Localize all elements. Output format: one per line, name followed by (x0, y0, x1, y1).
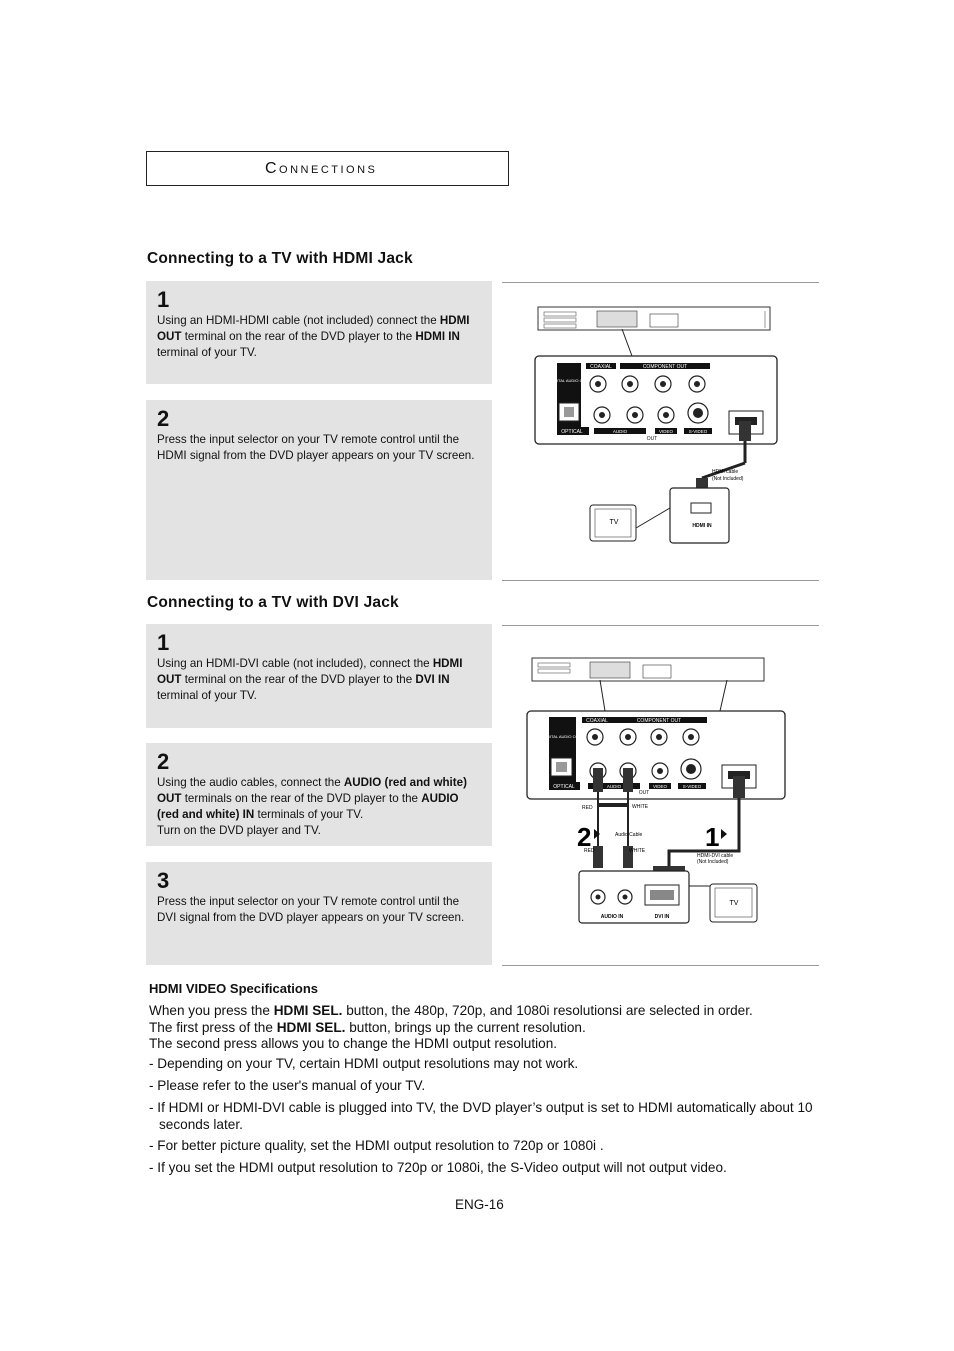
digital-audio-out-label: DIGITAL AUDIO OUT (550, 378, 589, 383)
step-marker-1: 1 (705, 822, 719, 852)
red-label-top: RED (582, 805, 593, 811)
page-number: ENG-16 (455, 1197, 504, 1212)
step-text: Press the input selector on your TV remo… (157, 895, 465, 924)
hdmi-step-2: 2 Press the input selector on your TV re… (146, 400, 492, 580)
specs-bullet: - Depending on your TV, certain HDMI out… (149, 1056, 579, 1071)
dvi-in-label: DVI IN (655, 914, 670, 920)
step-text: Using an HDMI-DVI cable (not included), … (157, 657, 463, 702)
out-label: OUT (647, 436, 658, 442)
dvi-connection-diagram: DIGITAL AUDIO OUT OPTICAL COAXIAL COMPON… (526, 657, 786, 924)
divider-line (502, 965, 819, 966)
svideo-label: S-VIDEO (689, 429, 708, 434)
arrow-right-icon (721, 829, 727, 839)
step-number: 3 (157, 868, 170, 893)
component-out-label: COMPONENT OUT (643, 364, 687, 370)
coaxial-label: COAXIAL (590, 364, 612, 370)
dvi-step-2: 2 Using the audio cables, connect the AU… (146, 743, 492, 846)
dvi-step-1: 1 Using an HDMI-DVI cable (not included)… (146, 624, 492, 728)
video-label: VIDEO (653, 784, 668, 789)
step-number: 2 (157, 406, 170, 431)
tv-icon: TV (709, 883, 758, 923)
tv-hdmi-panel: HDMI IN (669, 487, 730, 544)
optical-label: OPTICAL (561, 429, 583, 435)
rear-panel-closeup: DIGITAL AUDIO OUT OPTICAL COAXIAL COMPON… (534, 355, 778, 445)
specs-paragraph: The second press allows you to change th… (149, 1036, 558, 1051)
hdmi-dvi-cable-label: HDMI-DVI cable (697, 853, 733, 859)
svideo-label: S-VIDEO (683, 784, 702, 789)
video-label: VIDEO (659, 429, 674, 434)
divider-line (502, 625, 819, 626)
step-text: Press the input selector on your TV remo… (157, 433, 475, 462)
specs-paragraph: The first press of the HDMI SEL. button,… (149, 1019, 586, 1035)
step-number: 2 (157, 749, 170, 774)
step-text: Using an HDMI-HDMI cable (not included) … (157, 314, 470, 359)
audio-cable-label: Audio Cable (615, 832, 642, 838)
step-text: Using the audio cables, connect the AUDI… (157, 776, 467, 837)
component-out-label: COMPONENT OUT (637, 718, 681, 724)
specs-paragraph: When you press the HDMI SEL. button, the… (149, 1003, 753, 1018)
dvi-section-title: Connecting to a TV with DVI Jack (147, 594, 399, 611)
section-header-title: Connections (265, 159, 378, 177)
step-number: 1 (157, 630, 170, 655)
out-label: OUT (639, 790, 650, 796)
divider-line (502, 282, 819, 283)
audio-label: AUDIO (607, 784, 622, 789)
hdmi-connection-diagram: DIGITAL AUDIO OUT OPTICAL COAXIAL COMPON… (534, 306, 778, 544)
section-header-box: Connections (146, 151, 509, 186)
specs-bullet: - If you set the HDMI output resolution … (149, 1160, 727, 1175)
tv-icon: TV (589, 504, 637, 542)
divider-line (502, 580, 819, 581)
white-label-bottom: WHITE (629, 848, 646, 854)
tv-label: TV (730, 900, 739, 907)
step-number: 1 (157, 287, 170, 312)
dvd-player-rear (531, 657, 765, 682)
dvi-not-included-label: (Not Included) (697, 859, 729, 865)
specs-bullet: - For better picture quality, set the HD… (149, 1138, 604, 1153)
coaxial-label: COAXIAL (586, 718, 608, 724)
red-label-bottom: RED (584, 848, 595, 854)
dvi-step-3: 3 Press the input selector on your TV re… (146, 862, 492, 965)
step-marker-2: 2 (577, 822, 591, 852)
hdmi-in-label: HDMI IN (692, 523, 712, 529)
tv-label: TV (610, 519, 619, 526)
specs-body: When you press the HDMI SEL. button, the… (149, 1003, 829, 1053)
arrow-right-icon (594, 829, 600, 839)
hdmi-not-included-label: (Not Included) (712, 476, 744, 482)
hdmi-section-title: Connecting to a TV with HDMI Jack (147, 250, 413, 267)
specs-bullet: - Please refer to the user's manual of y… (149, 1078, 426, 1093)
white-label-top: WHITE (632, 804, 649, 810)
specs-bullet: - If HDMI or HDMI-DVI cable is plugged i… (149, 1100, 813, 1132)
hdmi-cable-label: HDMI cable (712, 469, 738, 475)
hdmi-step-1: 1 Using an HDMI-HDMI cable (not included… (146, 281, 492, 384)
dvd-player-rear (537, 306, 771, 331)
audio-cable (593, 768, 633, 868)
digital-audio-out-label: DIGITAL AUDIO OUT (543, 734, 582, 739)
audio-label: AUDIO (613, 429, 628, 434)
specs-title: HDMI VIDEO Specifications (149, 981, 319, 996)
rear-panel-closeup: DIGITAL AUDIO OUT OPTICAL COAXIAL COMPON… (526, 710, 786, 800)
optical-label: OPTICAL (553, 784, 575, 790)
audio-in-label: AUDIO IN (601, 914, 624, 920)
tv-dvi-panel: AUDIO IN DVI IN (578, 870, 690, 924)
